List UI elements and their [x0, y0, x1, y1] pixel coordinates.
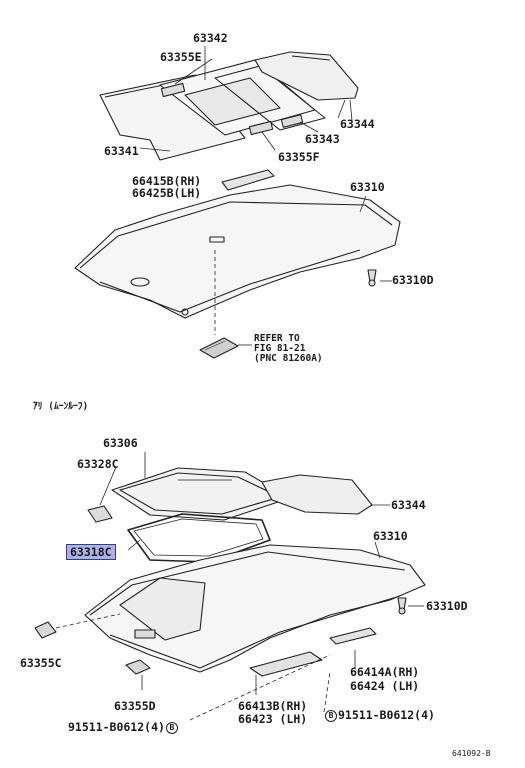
section-note: ｱﾘ (ﾑｰﾝﾙｰﾌ) — [33, 401, 89, 412]
label-63355d: 63355D — [114, 699, 156, 713]
label-63355e: 63355E — [160, 50, 202, 64]
label-63344-top: 63344 — [340, 117, 375, 131]
label-63343: 63343 — [305, 132, 340, 146]
part-63310d-clip-lower — [397, 597, 407, 615]
part-63310-headliner-upper — [74, 184, 401, 319]
label-63318c-highlighted[interactable]: 63318C — [66, 544, 116, 560]
part-66414a-grip — [329, 627, 377, 645]
label-66413b: 66413B(RH) — [238, 699, 308, 713]
part-63306-frame — [111, 467, 291, 521]
doc-number: 641092-B — [452, 749, 491, 758]
part-63328c-seal — [87, 505, 113, 523]
label-63355f: 63355F — [278, 150, 320, 164]
label-63341: 63341 — [104, 144, 139, 158]
part-66413b-grip — [249, 651, 323, 677]
label-refer-pnc: (PNC 81260A) — [254, 353, 323, 364]
part-63344-shade-lower — [261, 474, 373, 515]
label-66423: 66423 (LH) — [238, 712, 308, 726]
label-63310d-upper: 63310D — [392, 273, 434, 287]
label-bolt-left: 91511-B0612(4)B — [68, 721, 179, 734]
part-63355d-clip — [125, 659, 151, 675]
label-66425b: 66425B(LH) — [132, 186, 202, 200]
label-63344-lower: 63344 — [391, 498, 426, 512]
part-63318c-weatherstrip — [127, 513, 271, 563]
part-63344-shade — [254, 51, 359, 101]
label-66414a: 66414A(RH) — [350, 665, 420, 679]
label-63328c: 63328C — [77, 457, 119, 471]
label-refer-to: REFER TO — [254, 333, 300, 344]
label-63310-lower: 63310 — [373, 529, 408, 543]
bolt-right-mark: B — [325, 709, 337, 722]
label-refer-fig: FIG 81-21 — [254, 343, 306, 354]
part-63310d-clip-upper — [367, 269, 377, 287]
bolt-left-mark: B — [165, 721, 178, 734]
part-63355e-guide — [160, 82, 186, 98]
label-63355c: 63355C — [20, 656, 62, 670]
part-63310-headliner-lower — [84, 544, 426, 673]
label-63310-upper: 63310 — [350, 180, 385, 194]
part-66415b-grip — [221, 169, 275, 191]
label-63342: 63342 — [193, 31, 228, 45]
part-63355f-guide — [248, 114, 304, 136]
label-66424: 66424 (LH) — [350, 679, 420, 693]
part-dome-lamp-ref — [199, 337, 239, 359]
bolt-right-part: 91511-B0612(4) — [338, 708, 435, 722]
part-63355c-clip — [34, 621, 57, 639]
label-63310d-lower: 63310D — [426, 599, 468, 613]
part-63343-rail — [214, 65, 326, 131]
label-63306: 63306 — [103, 436, 138, 450]
bolt-left-part: 91511-B0612(4) — [68, 720, 165, 734]
label-66415b: 66415B(RH) — [132, 174, 202, 188]
